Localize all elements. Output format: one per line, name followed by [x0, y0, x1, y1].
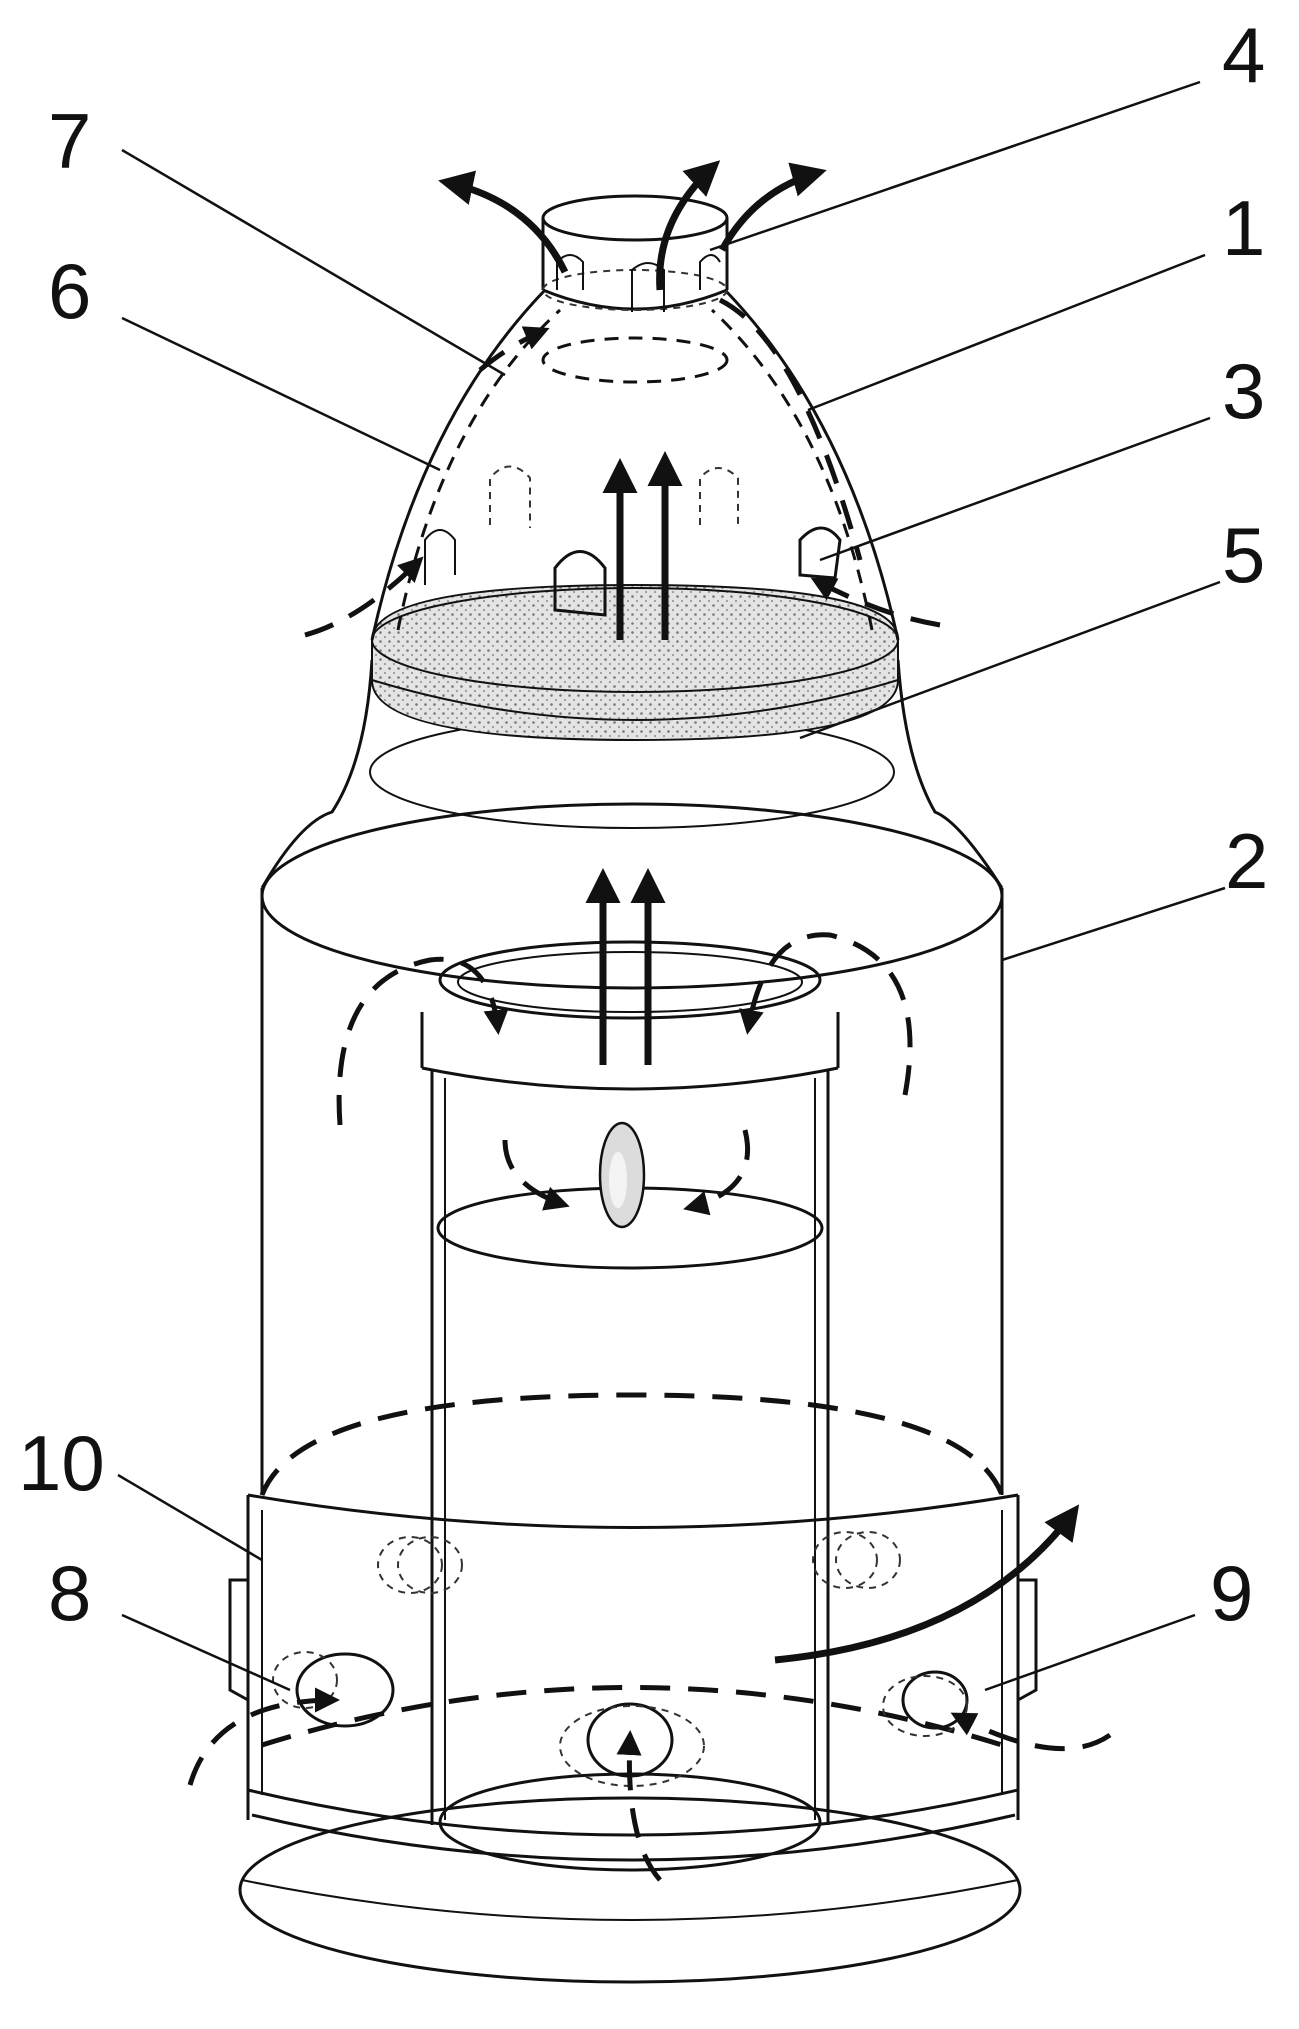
- label-3: 3: [1222, 347, 1265, 435]
- mesh-filter: [371, 583, 900, 742]
- base-band: [228, 1392, 1038, 1862]
- top-chimney: [541, 194, 729, 312]
- label-4: 4: [1222, 11, 1265, 99]
- reference-labels: 7 6 4 1 3 5 2 10 8 9: [18, 11, 1268, 1637]
- label-5: 5: [1222, 511, 1265, 599]
- label-8: 8: [48, 1549, 91, 1637]
- label-2: 2: [1225, 817, 1268, 905]
- airflow-arrows: [187, 160, 1112, 1882]
- air-inlets: [272, 1651, 969, 1787]
- label-6: 6: [48, 247, 91, 335]
- label-7: 7: [48, 97, 91, 185]
- label-1: 1: [1222, 184, 1265, 272]
- flame: [598, 1121, 646, 1229]
- leader-lines: [117, 80, 1226, 1692]
- label-10: 10: [18, 1419, 105, 1507]
- dome-vents: [424, 465, 842, 617]
- candle-holder: [420, 940, 840, 1872]
- outer-housing: [260, 659, 1004, 1495]
- label-9: 9: [1210, 1549, 1253, 1637]
- base-plate: [238, 1796, 1022, 1984]
